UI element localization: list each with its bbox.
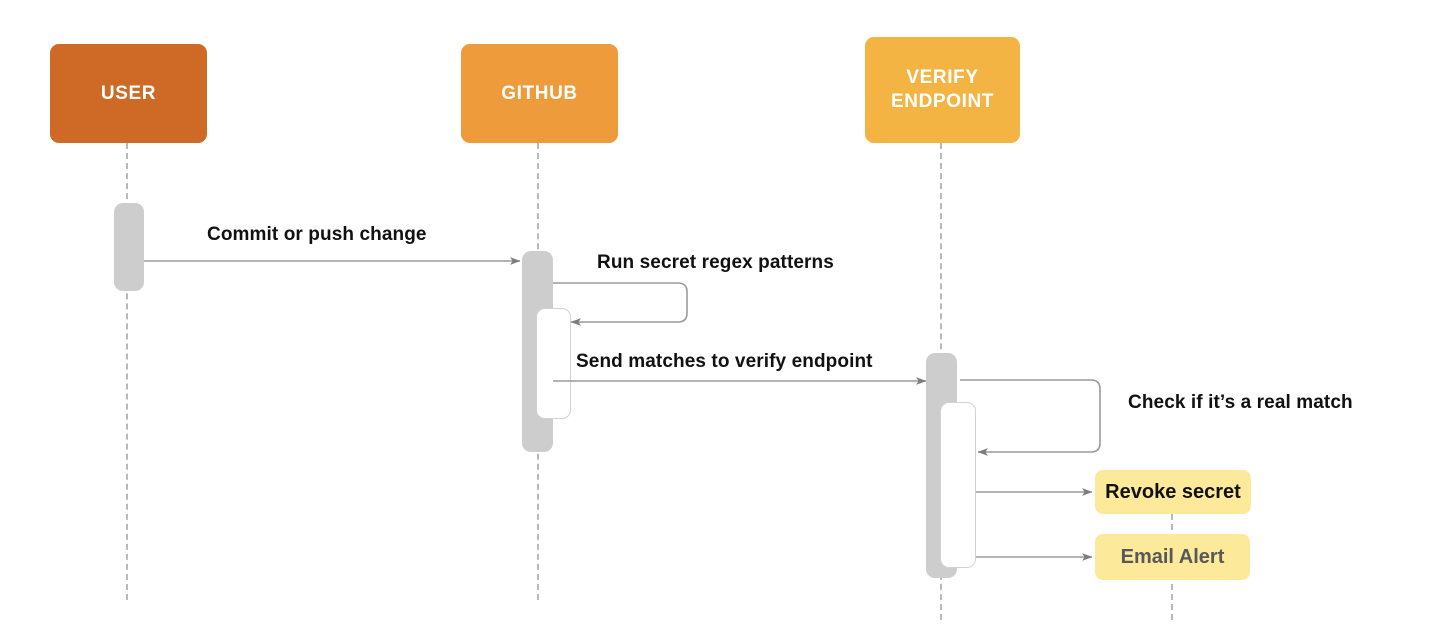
- message-label-run-secret-regex: Run secret regex patterns: [597, 252, 834, 273]
- note-box-email-alert[interactable]: Email Alert: [1095, 534, 1250, 580]
- note-label-revoke-secret: Revoke secret: [1105, 480, 1241, 503]
- actor-box-github[interactable]: GITHUB: [461, 44, 618, 143]
- activation-bar-github-nested: [536, 308, 571, 419]
- self-message-arrow: [553, 282, 688, 326]
- actor-label-verify-endpoint: VERIFY ENDPOINT: [891, 67, 994, 112]
- actor-box-user[interactable]: USER: [50, 44, 207, 143]
- message-label-check-real-match: Check if it’s a real match: [1128, 392, 1353, 413]
- note-box-revoke-secret[interactable]: Revoke secret: [1095, 470, 1251, 514]
- lifeline-user: [126, 143, 128, 600]
- message-label-send-matches: Send matches to verify endpoint: [576, 351, 873, 372]
- actor-label-github: GITHUB: [501, 82, 578, 104]
- activation-bar-user: [114, 203, 144, 291]
- self-message-arrow: [960, 379, 1101, 456]
- note-label-email-alert: Email Alert: [1120, 545, 1225, 568]
- actor-box-verify-endpoint[interactable]: VERIFY ENDPOINT: [865, 37, 1020, 143]
- activation-bar-verify-nested: [940, 402, 976, 568]
- actor-label-user: USER: [100, 82, 157, 104]
- message-label-commit-or-push: Commit or push change: [207, 224, 427, 245]
